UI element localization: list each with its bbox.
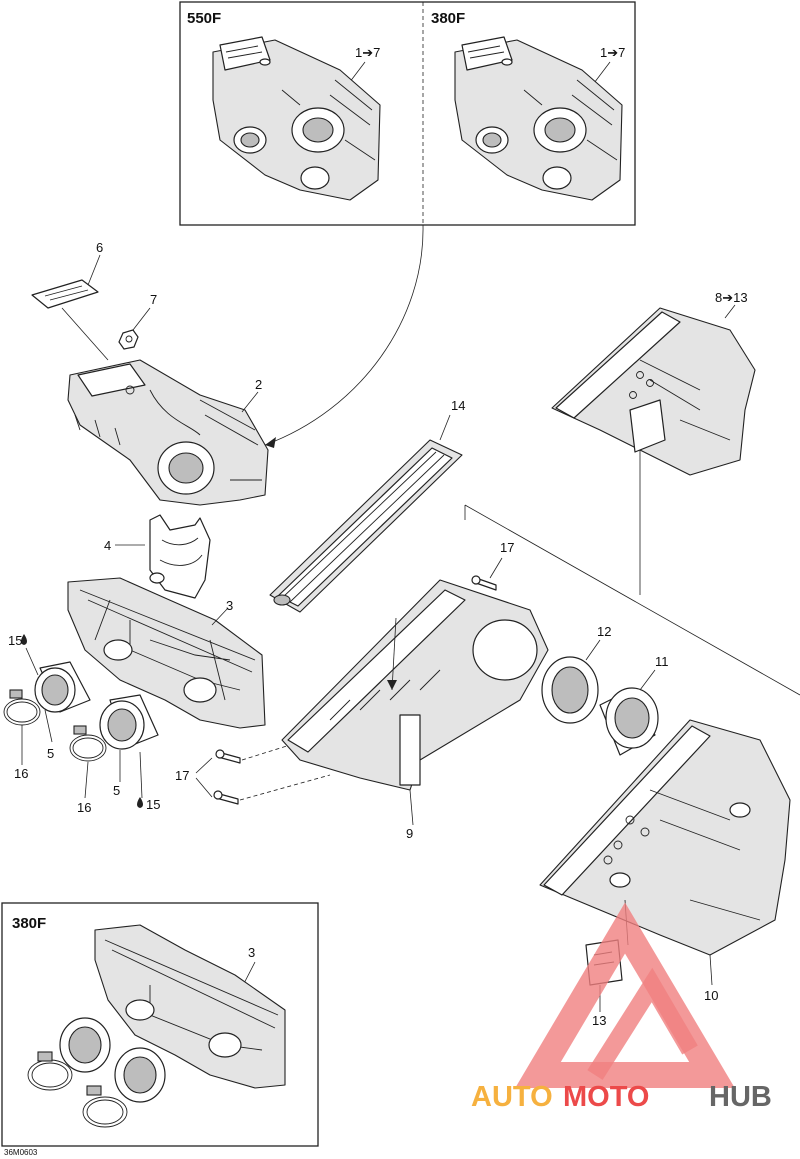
callout-14: 14 <box>451 398 465 413</box>
air-silencer-380f <box>454 36 623 201</box>
inset-top-left-label: 550F <box>187 10 221 27</box>
callout-17a: 17 <box>500 540 514 555</box>
callout-9: 9 <box>406 826 413 841</box>
silencer-bottom-part-3 <box>67 577 266 729</box>
callout-16b: 16 <box>77 800 91 815</box>
drawing-code: 36M0603 <box>4 1148 38 1157</box>
callout-6: 6 <box>96 240 103 255</box>
watermark-auto: AUTO <box>471 1081 553 1113</box>
automotohub-watermark: AUTO MOTO HUB <box>471 902 772 1113</box>
inset-pointer <box>264 224 424 446</box>
watermark-moto: MOTO <box>563 1081 649 1113</box>
callout-13: 13 <box>592 1013 606 1028</box>
airbox-assembly-8-13 <box>551 304 756 476</box>
inset-top-left-ref: 1➔7 <box>355 45 380 60</box>
air-silencer-550f <box>212 36 381 201</box>
inset-bottom-label: 380F <box>12 915 46 932</box>
inset-bottom: 380F 3 <box>1 902 319 1147</box>
callout-16a: 16 <box>14 766 28 781</box>
callout-8-13: 8➔13 <box>715 290 748 305</box>
nut-part-7 <box>118 307 151 350</box>
airbox-part-10 <box>539 719 791 1012</box>
callout-11: 11 <box>655 654 669 669</box>
airbox-part-9 <box>281 579 549 826</box>
inset-top: 550F 380F 1➔7 1➔7 <box>179 1 636 226</box>
callout-5b: 5 <box>113 783 120 798</box>
callout-3: 3 <box>226 598 233 613</box>
ring-part-12 <box>541 639 601 724</box>
group-bracket <box>464 450 800 696</box>
inset-bottom-ref: 3 <box>248 945 255 960</box>
bracket-part-4 <box>115 514 211 599</box>
watermark-hub: HUB <box>709 1081 772 1113</box>
callout-15b: 15 <box>146 797 160 812</box>
inset-top-right-ref: 1➔7 <box>600 45 625 60</box>
silencer-top-part-2 <box>67 359 269 506</box>
screws-part-17 <box>195 557 503 805</box>
filter-part-14 <box>269 414 463 613</box>
callout-10: 10 <box>704 988 718 1003</box>
callout-12: 12 <box>597 624 611 639</box>
boot-part-11 <box>599 669 659 756</box>
inset-top-right-label: 380F <box>431 10 465 27</box>
callout-7: 7 <box>150 292 157 307</box>
callout-17b: 17 <box>175 768 189 783</box>
callout-5a: 5 <box>47 746 54 761</box>
decal-part-6 <box>31 254 109 361</box>
callout-4: 4 <box>104 538 111 553</box>
callout-2: 2 <box>255 377 262 392</box>
callout-15a: 15 <box>8 633 22 648</box>
intake-boots-left <box>3 634 159 808</box>
